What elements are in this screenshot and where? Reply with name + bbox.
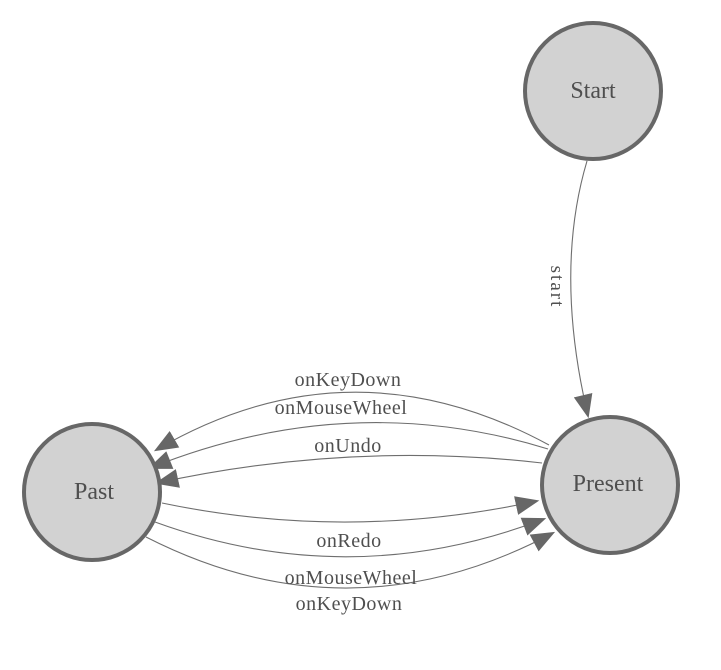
edge-label-start: start — [546, 266, 567, 309]
node-past-label: Past — [74, 479, 114, 505]
node-present: Present — [540, 415, 680, 555]
edge-present-to-past-onmousewheel — [147, 422, 549, 469]
node-past: Past — [22, 422, 162, 562]
edge-start-to-present — [570, 160, 593, 419]
edge-past-to-present-onmousewheel — [154, 517, 547, 558]
node-past-circle[interactable] — [22, 422, 162, 562]
edge-label-onredo: onRedo — [316, 530, 381, 552]
edge-past-to-present-onkeydown — [145, 531, 556, 589]
edge-present-to-past-onkeydown — [153, 391, 550, 452]
edge-labels: start onKeyDown onMouseWheel onUndo onRe… — [275, 266, 567, 615]
edge-label-onmousewheel-top: onMouseWheel — [275, 397, 408, 419]
edge-past-to-present-onredo — [161, 496, 540, 523]
node-present-circle[interactable] — [540, 415, 680, 555]
edge-label-onkeydown-top: onKeyDown — [295, 369, 402, 391]
node-start-circle[interactable] — [523, 21, 663, 161]
edge-present-to-past-onundo — [154, 454, 543, 488]
node-start: Start — [523, 21, 663, 161]
edge-label-onkeydown-bottom: onKeyDown — [296, 593, 403, 615]
edge-label-onundo: onUndo — [314, 435, 381, 457]
edge-label-onmousewheel-bottom: onMouseWheel — [285, 567, 418, 589]
node-start-label: Start — [570, 78, 616, 104]
edges — [145, 160, 593, 589]
node-present-label: Present — [573, 471, 644, 497]
nodes: Start Past Present — [22, 21, 680, 562]
